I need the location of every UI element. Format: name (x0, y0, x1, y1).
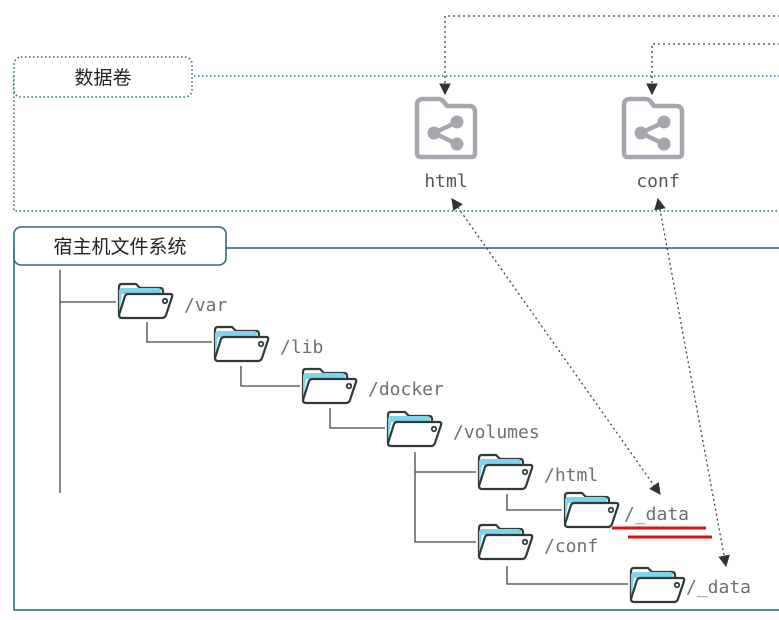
folder-icon (301, 367, 358, 405)
connector-html-top (439, 15, 779, 96)
volume-html: html (417, 99, 475, 192)
folder-html: /html (477, 453, 598, 491)
volume-section-title: 数据卷 (74, 67, 131, 89)
mapping-conf-volume-to-host (654, 197, 730, 568)
folder-icon (386, 410, 443, 448)
folder-html-label: /html (544, 465, 598, 486)
host-section-border (13, 247, 779, 611)
volume-section: 数据卷 html conf (13, 56, 779, 212)
connector-conf-top (646, 43, 779, 96)
folder-docker: /docker (301, 367, 444, 405)
highlight-underline (612, 526, 712, 539)
folder-icon (477, 523, 534, 561)
folder-lib-label: /lib (280, 337, 323, 358)
volume-section-title-box (13, 56, 193, 98)
share-folder-icon (417, 99, 475, 157)
folder-icon (477, 453, 534, 491)
folder-icon (117, 282, 174, 320)
folder-var: /var (117, 282, 228, 320)
volume-conf-label: conf (636, 171, 679, 192)
folder-conf-data: /_data (629, 566, 751, 604)
host-section-title-box (13, 226, 227, 266)
host-section-title: 宿主机文件系统 (53, 236, 186, 258)
host-section: 宿主机文件系统 /var /lib /docker /v (13, 226, 779, 611)
folder-var-label: /var (184, 295, 228, 316)
mapping-html-volume-to-host (451, 198, 661, 495)
folder-docker-label: /docker (368, 379, 444, 400)
folder-html-data-label: /_data (624, 504, 689, 525)
folder-icon (629, 566, 686, 604)
volume-section-border (13, 75, 779, 212)
folder-icon (563, 491, 620, 529)
folder-icon (213, 325, 270, 363)
folder-conf-data-label: /_data (686, 577, 751, 598)
folder-volumes-label: /volumes (453, 422, 540, 443)
folder-conf: /conf (477, 523, 598, 561)
volume-conf: conf (624, 99, 682, 192)
folder-conf-label: /conf (544, 536, 598, 557)
folder-lib: /lib (213, 325, 323, 363)
volume-html-label: html (424, 171, 467, 192)
share-folder-icon (624, 99, 682, 157)
folder-html-data: /_data (563, 491, 689, 529)
folder-volumes: /volumes (386, 410, 540, 448)
